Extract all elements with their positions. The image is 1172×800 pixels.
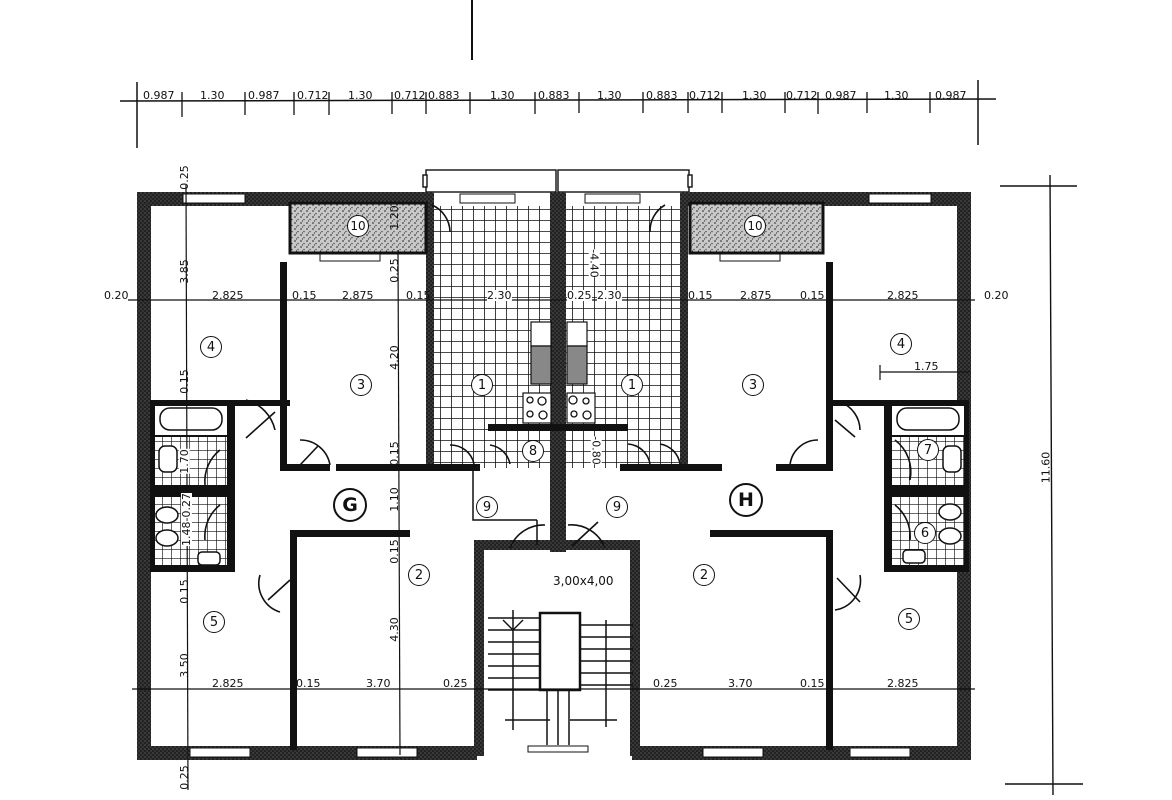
top-dim-1: 0.987 bbox=[143, 89, 175, 102]
dim-upper-right-3: 0.15 bbox=[800, 289, 825, 302]
room-10-left: 10 bbox=[347, 215, 369, 237]
vdim-left-6: 3.50 bbox=[177, 653, 191, 678]
room-7: 7 bbox=[917, 439, 939, 461]
room-1-left: 1 bbox=[471, 374, 493, 396]
dim-lower-left-2: 3.70 bbox=[366, 677, 391, 690]
stairwell bbox=[474, 540, 640, 756]
dim-upper-right-1: 0.15 bbox=[688, 289, 713, 302]
top-dim-4: 0.712 bbox=[297, 89, 329, 102]
room-2-right: 2 bbox=[693, 564, 715, 586]
top-dim-10: 1.30 bbox=[597, 89, 622, 102]
vdim-left-3: 1.70 bbox=[177, 449, 191, 474]
room-6: 6 bbox=[914, 522, 936, 544]
vdim-left-4: 1.48-0.27 bbox=[179, 493, 193, 546]
vdim-left-0: 0.25 bbox=[177, 165, 191, 190]
dim-upper-right-2: 2.875 bbox=[740, 289, 772, 302]
room-1-right: 1 bbox=[621, 374, 643, 396]
room-5-right: 5 bbox=[898, 608, 920, 630]
dim-lower-right-1: 3.70 bbox=[728, 677, 753, 690]
dim-lower-left-1: 0.15 bbox=[296, 677, 321, 690]
top-dim-8: 1.30 bbox=[490, 89, 515, 102]
dim-upper-left-0: 0.20 bbox=[104, 289, 129, 302]
top-dim-15: 0.987 bbox=[825, 89, 857, 102]
interior-walls bbox=[150, 262, 969, 750]
vdim-inner-5: 0.15 bbox=[387, 539, 401, 564]
dim-lower-left-0: 2.825 bbox=[212, 677, 244, 690]
dim-upper-right-5: 0.20 bbox=[984, 289, 1009, 302]
vdim-left-5: 0.15 bbox=[177, 579, 191, 604]
room-2-left: 2 bbox=[408, 564, 430, 586]
stair-size-label: 3,00x4,00 bbox=[553, 574, 614, 588]
top-dim-16: 1.30 bbox=[884, 89, 909, 102]
dim-lower-right-2: 0.15 bbox=[800, 677, 825, 690]
dim-upper-left-2: 0.15 bbox=[292, 289, 317, 302]
dim-upper-left-3: 2.875 bbox=[342, 289, 374, 302]
top-dimension-line bbox=[119, 0, 997, 148]
dimension-lines bbox=[128, 184, 975, 791]
door-swings bbox=[204, 204, 912, 613]
top-dim-7: 0.883 bbox=[428, 89, 460, 102]
dim-upper-right-4: 2.825 bbox=[887, 289, 919, 302]
room-3-right: 3 bbox=[742, 374, 764, 396]
vdim-kitchen-0: -4.40 bbox=[587, 249, 601, 278]
top-dim-5: 1.30 bbox=[348, 89, 373, 102]
room-4-right: 4 bbox=[890, 333, 912, 355]
dim-upper-right-0: 2.30 bbox=[597, 289, 622, 302]
top-dim-2: 1.30 bbox=[200, 89, 225, 102]
right-dimension-line bbox=[1000, 174, 1083, 796]
dim-upper-left-5: 2.30 bbox=[487, 289, 512, 302]
top-dim-17: 0.987 bbox=[935, 89, 967, 102]
top-dim-6: 0.712 bbox=[394, 89, 426, 102]
balcony bbox=[422, 169, 693, 193]
vdim-left-7: 0.25 bbox=[177, 765, 191, 790]
top-dim-9: 0.883 bbox=[538, 89, 570, 102]
unit-g-marker: G bbox=[333, 488, 367, 522]
dim-bath-width: 1.75 bbox=[914, 360, 939, 373]
vdim-inner-4: 1.10 bbox=[387, 487, 401, 512]
vdim-inner-6: 4.30 bbox=[387, 617, 401, 642]
top-dim-13: 1.30 bbox=[742, 89, 767, 102]
room-10-right: 10 bbox=[744, 215, 766, 237]
bathrooms bbox=[150, 400, 969, 570]
vdim-inner-2: 4.20 bbox=[387, 345, 401, 370]
vdim-left-2: 0.15 bbox=[177, 369, 191, 394]
room-9-left: 9 bbox=[476, 496, 498, 518]
storage-9-outline bbox=[472, 468, 538, 545]
top-dim-14: 0.712 bbox=[786, 89, 818, 102]
dim-upper-center: 0.25 bbox=[567, 289, 592, 302]
kitchens bbox=[434, 192, 680, 552]
vdim-overall: 11.60 bbox=[1039, 451, 1053, 484]
room-9-right: 9 bbox=[606, 496, 628, 518]
dim-upper-left-1: 2.825 bbox=[212, 289, 244, 302]
dim-lower-right-3: 2.825 bbox=[887, 677, 919, 690]
dim-upper-left-4: 0.15 bbox=[406, 289, 431, 302]
vdim-inner-0: 1.20 bbox=[387, 205, 401, 230]
room-8: 8 bbox=[522, 440, 544, 462]
top-dim-3: 0.987 bbox=[248, 89, 280, 102]
dim-lower-left-3: 0.25 bbox=[443, 677, 468, 690]
room-4-left: 4 bbox=[200, 336, 222, 358]
windows bbox=[182, 193, 932, 758]
vdim-kitchen-1: -0.80 bbox=[589, 436, 603, 465]
top-dim-12: 0.712 bbox=[689, 89, 721, 102]
vdim-inner-1: 0.25 bbox=[387, 258, 401, 283]
vdim-inner-3: 0.15 bbox=[387, 441, 401, 466]
vdim-left-1: 3.85 bbox=[177, 259, 191, 284]
dim-lower-right-0: 0.25 bbox=[653, 677, 678, 690]
top-dim-11: 0.883 bbox=[646, 89, 678, 102]
unit-h-marker: H bbox=[729, 483, 763, 517]
room-3-left: 3 bbox=[350, 374, 372, 396]
room-5-left: 5 bbox=[203, 611, 225, 633]
